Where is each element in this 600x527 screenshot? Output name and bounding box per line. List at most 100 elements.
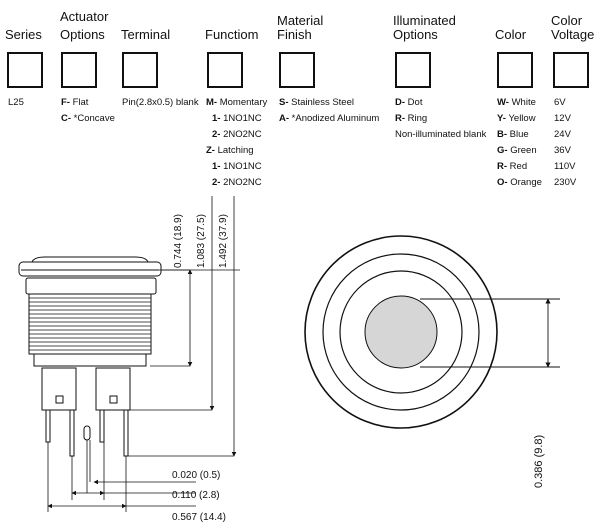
horizontal-dimensions [47, 440, 196, 512]
series-box[interactable] [7, 52, 43, 88]
color-code: B- [497, 129, 508, 140]
color-option: G- Green [497, 143, 537, 159]
header-voltage: Color Voltage [551, 14, 594, 42]
color-option: R- Red [497, 159, 527, 175]
function-label: 1NO1NC [223, 113, 262, 124]
illuminated-option: Non-illuminated blank [395, 129, 487, 140]
material-code: A- [279, 113, 290, 124]
dim-0-110: 0.110 (2.8) [172, 490, 220, 501]
header-material-line1: Material [277, 13, 324, 28]
material-option: A- *Anodized Aluminum [279, 111, 379, 127]
header-series: Series [5, 27, 42, 42]
color-label: Blue [509, 129, 529, 140]
voltage-value: 12V [554, 113, 571, 124]
switch-block-right [95, 367, 131, 411]
threaded-body [28, 293, 152, 355]
dim-0-386: 0.386 (9.8) [533, 435, 545, 488]
vertical-dimensions [128, 196, 240, 457]
function-code: 2- [212, 177, 221, 188]
function-option: 1- 1NO1NC [212, 159, 262, 175]
illuminated-code: R- [395, 113, 406, 124]
illuminated-label: Ring [407, 113, 428, 124]
color-option: W- White [497, 95, 536, 111]
bezel-flange [18, 261, 162, 277]
color-label: Yellow [508, 113, 536, 124]
header-voltage-line1: Color [551, 13, 583, 28]
actuator-code: C- [61, 113, 72, 124]
color-option: Y- Yellow [497, 111, 536, 127]
function-code: 2- [212, 129, 221, 140]
thread-lines [29, 297, 151, 351]
color-code: Y- [497, 113, 506, 124]
lens-dot [364, 295, 438, 369]
terminal-value: Pin(2.8x0.5) blank [122, 97, 199, 108]
actuator-box[interactable] [61, 52, 97, 88]
header-voltage-line2: Voltage [551, 27, 595, 42]
dim-0-020: 0.020 (0.5) [172, 470, 220, 481]
function-label: Latching [217, 145, 254, 156]
actuator-code: F- [61, 97, 70, 108]
button-face [339, 270, 463, 394]
color-code: O- [497, 177, 508, 188]
color-box[interactable] [497, 52, 533, 88]
voltage-value: 24V [554, 129, 571, 140]
function-label: Momentary [219, 97, 268, 108]
lens-dimension [420, 298, 560, 368]
illuminated-option: D- Dot [395, 95, 422, 111]
header-illuminated: Illuminated Options [393, 14, 456, 42]
color-label: White [511, 97, 536, 108]
function-option: 2- 2NO2NC [212, 127, 262, 143]
header-actuator-line1: Actuator [60, 9, 109, 24]
illuminated-box[interactable] [395, 52, 431, 88]
function-label: 2NO2NC [223, 129, 262, 140]
switch-block-left [41, 367, 77, 411]
material-box[interactable] [279, 52, 315, 88]
illuminated-option: R- Ring [395, 111, 427, 127]
dim-0-567: 0.567 (14.4) [172, 512, 226, 523]
voltage-value: 36V [554, 145, 571, 156]
function-code: 1- [212, 161, 221, 172]
header-material-line2: Finish [277, 27, 312, 42]
header-terminal: Terminal [121, 27, 171, 42]
color-option: O- Orange [497, 175, 542, 191]
function-option: 2- 2NO2NC [212, 175, 262, 191]
header-actuator-line2: Options [60, 27, 105, 42]
material-label: *Anodized Aluminum [291, 113, 380, 124]
illuminated-code: D- [395, 97, 406, 108]
dim-1-492: 1.492 (37.9) [218, 214, 229, 268]
button-cap [31, 256, 149, 263]
voltage-value: 110V [554, 161, 576, 172]
actuator-label: Flat [72, 97, 89, 108]
function-option: Z- Latching [206, 143, 254, 159]
illuminated-label: Dot [407, 97, 423, 108]
side-view [18, 256, 162, 457]
color-option: B- Blue [497, 127, 529, 143]
function-code: 1- [212, 113, 221, 124]
function-code: M- [206, 97, 218, 108]
color-label: Red [509, 161, 528, 172]
function-box[interactable] [207, 52, 243, 88]
inner-bezel-ring [322, 253, 480, 411]
voltage-value: 6V [554, 97, 566, 108]
color-label: Green [510, 145, 537, 156]
material-option: S- Stainless Steel [279, 95, 354, 111]
material-code: S- [279, 97, 289, 108]
material-label: Stainless Steel [291, 97, 354, 108]
terminal-box[interactable] [122, 52, 158, 88]
header-illuminated-line2: Options [393, 27, 438, 42]
actuator-label: *Concave [73, 113, 115, 124]
actuator-option: F- Flat [61, 95, 88, 111]
front-view [304, 235, 498, 429]
outer-bezel-ring [304, 235, 498, 429]
dim-0-744: 0.744 (18.9) [173, 214, 184, 268]
color-code: G- [497, 145, 508, 156]
dim-1-083: 1.083 (27.5) [196, 214, 207, 268]
function-label: 2NO2NC [223, 177, 262, 188]
mounting-nut [25, 277, 157, 295]
color-code: W- [497, 97, 509, 108]
header-material: Material Finish [277, 14, 323, 42]
series-value: L25 [8, 97, 24, 108]
voltage-box[interactable] [553, 52, 589, 88]
header-illuminated-line1: Illuminated [393, 13, 456, 28]
